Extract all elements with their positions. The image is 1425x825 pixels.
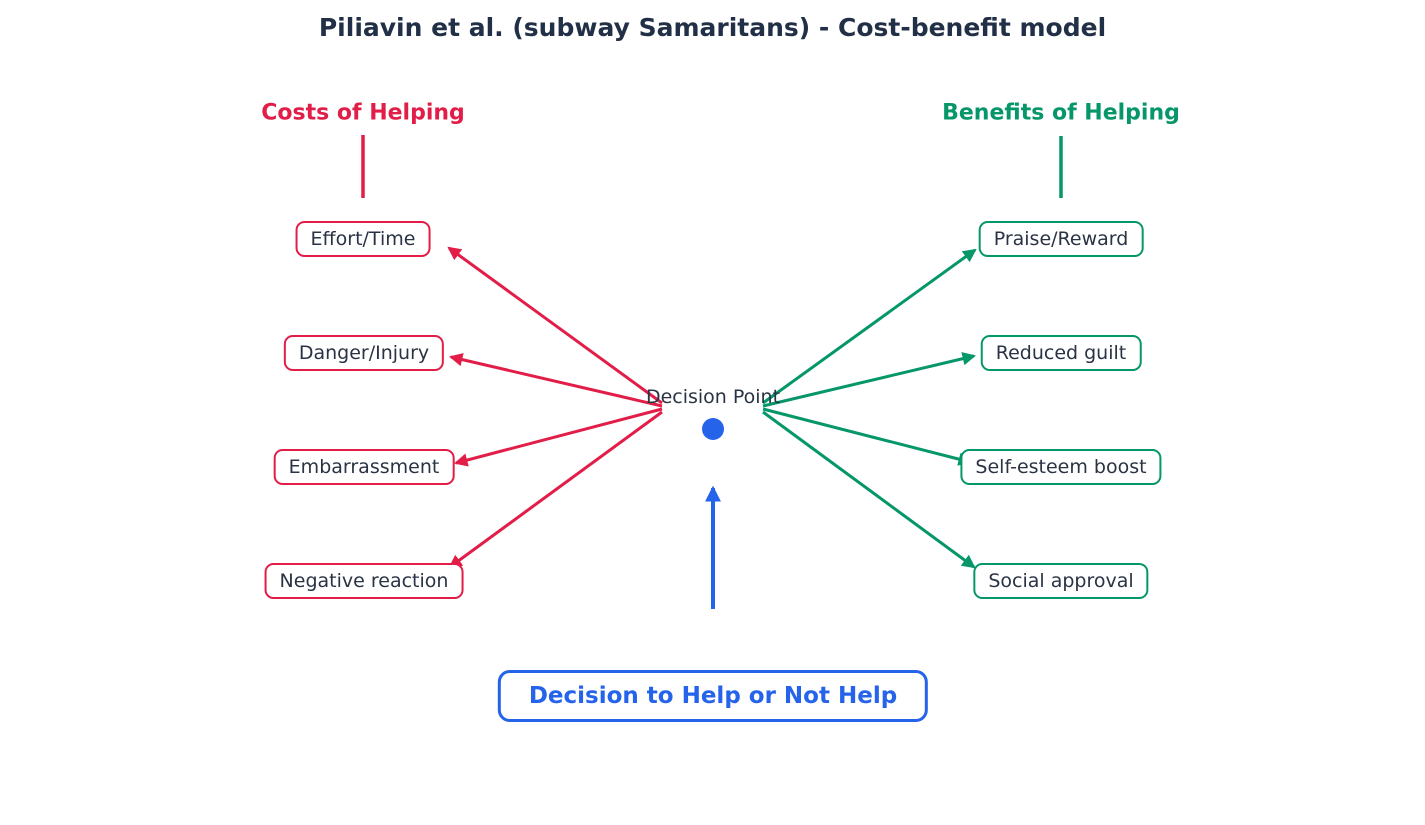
benefits-header: Benefits of Helping [942,100,1180,126]
arrow-to-social-approval [762,410,976,569]
decision-point-dot [702,418,724,440]
diagram-title: Piliavin et al. (subway Samaritans) - Co… [318,13,1107,42]
costs-header: Costs of Helping [261,100,465,126]
arrow-to-negative-reaction [448,410,663,569]
arrow-to-effort-time [447,246,663,405]
arrow-to-praise-reward [762,248,977,405]
cost-node-effort-time: Effort/Time [295,221,431,257]
arrow-to-self-esteem-boost [762,407,972,466]
benefit-node-praise-reward: Praise/Reward [978,221,1144,257]
decision-outcome-box: Decision to Help or Not Help [497,670,929,722]
benefit-node-social-approval: Social approval [973,563,1149,599]
arrow-to-danger-injury [449,353,663,408]
benefit-node-self-esteem-boost: Self-esteem boost [960,449,1162,485]
cost-node-danger-injury: Danger/Injury [283,335,445,371]
cost-node-negative-reaction: Negative reaction [264,563,464,599]
arrow-to-embarrassment [454,407,663,467]
cost-node-embarrassment: Embarrassment [273,449,455,485]
arrow-to-reduced-guilt [762,352,976,408]
benefit-node-reduced-guilt: Reduced guilt [980,335,1142,371]
decision-point-label: Decision Point [645,386,781,408]
